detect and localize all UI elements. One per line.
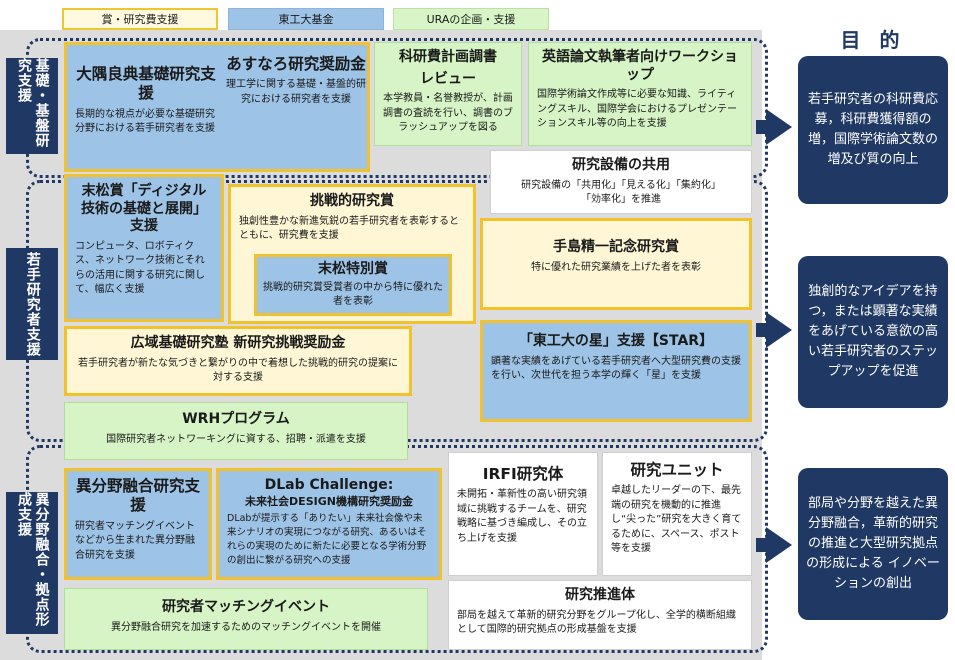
osumi-asunaro-group: 大隅良典基礎研究支援 長期的な視点が必要な基礎研究分野における若手研究者を支援 … — [64, 42, 370, 172]
legend-fund: 東工大基金 — [228, 8, 384, 30]
suishin-desc: 部局を越えて革新的研究分野をグループ化し、全学的横断組織として国際的研究拠点の形… — [457, 609, 736, 636]
suematsu-digital-title: 末松賞「ディジタル技術の基礎と展開」支援 — [81, 183, 207, 234]
arrow-young-stem — [756, 323, 768, 337]
kakenhi-title-review: レビュー — [420, 70, 476, 87]
dlab-box: DLab Challenge: 未来社会DESIGN機構研究奨励金 DLabが提… — [216, 468, 442, 580]
arrow-basic-icon — [766, 109, 792, 145]
equipment-desc: 研究設備の「共用化」「見える化」「集約化」「効率化」を推進 — [521, 179, 721, 206]
kakenhi-desc: 本学教員・名誉教授が、計画調書の査読を行い、調書のブラッシュアップを図る — [383, 93, 513, 133]
irfi-box: IRFI研究体 未開拓・革新性の高い研究領域に挑戦するチームを、研究戦略に基づき… — [448, 452, 598, 576]
suematsu-special-box: 末松特別賞 挑戦的研究賞受賞者の中から特に優れた者を表彰 — [254, 254, 452, 316]
asunaro-title: あすなろ研究奨励金 — [226, 55, 366, 73]
wrh-desc: 国際研究者ネットワーキングに資する、招聘・派遣を支援 — [106, 433, 366, 445]
goal-hub: 部局や分野を越えた異分野融合，革新的研究の推進と大型研究拠点の形成による イノベ… — [798, 468, 948, 620]
kouiki-title: 広域基礎研究塾 新研究挑戦奨励金 — [130, 335, 346, 351]
research-unit-desc: 卓越したリーダーの下、最先端の研究を機動的に推進し“尖った”研究を大きく育てるた… — [611, 485, 742, 555]
star-title: 「東工大の星」支援【STAR】 — [518, 333, 714, 349]
kakenhi-review-box: 科研費計画調書 レビュー 本学教員・名誉教授が、計画調書の査読を行い、調書のブラ… — [374, 42, 522, 146]
ibunya-desc: 研究者マッチングイベントなどから生まれた異分野融合研究を支援 — [75, 520, 195, 561]
wrh-box: WRHプログラム 国際研究者ネットワーキングに資する、招聘・派遣を支援 — [64, 402, 408, 460]
matching-event-box: 研究者マッチングイベント 異分野融合研究を加速するためのマッチングイベントを開催 — [64, 588, 428, 650]
matching-event-title: 研究者マッチングイベント — [162, 599, 330, 615]
arrow-basic-stem — [756, 120, 768, 134]
section-tab-young: 若手研究者支援 — [6, 248, 58, 360]
suishin-title: 研究推進体 — [565, 587, 635, 603]
research-unit-title: 研究ユニット — [630, 461, 724, 479]
suematsu-special-title: 末松特別賞 — [318, 261, 388, 277]
arrow-hub-icon — [766, 527, 792, 563]
ibunya-box: 異分野融合研究支援 研究者マッチングイベントなどから生まれた異分野融合研究を支援 — [64, 468, 212, 580]
english-workshop-title: 英語論文執筆者向けワークショップ — [542, 49, 738, 83]
irfi-desc: 未開拓・革新性の高い研究領域に挑戦するチームを、研究戦略に基づき編成し、その立ち… — [457, 489, 587, 544]
kouiki-box: 広域基礎研究塾 新研究挑戦奨励金 若手研究者が新たな気づきと繋がりの中で着想した… — [64, 326, 412, 396]
suematsu-digital-desc: コンピュータ、ロボティクス、ネットワーク技術とそれらの活用に関する研究に関して、… — [75, 240, 205, 296]
suematsu-digital-box: 末松賞「ディジタル技術の基礎と展開」支援 コンピュータ、ロボティクス、ネットワー… — [64, 174, 224, 322]
teshima-award-title: 手島精一記念研究賞 — [553, 239, 679, 255]
challenge-award-desc: 独創性豊かな新進気鋭の若手研究者を表彰するとともに、研究費を支援 — [239, 215, 459, 242]
section-tab-hub: 異分野融合・拠点形成支援 — [6, 492, 58, 634]
suishin-box: 研究推進体 部局を越えて革新的研究分野をグループ化し、全学的横断組織として国際的… — [448, 580, 752, 650]
osumi-title: 大隅良典基礎研究支援 — [76, 65, 216, 103]
teshima-award-desc: 特に優れた研究業績を上げた者を表彰 — [531, 261, 701, 273]
ibunya-title: 異分野融合研究支援 — [75, 477, 200, 515]
irfi-title: IRFI研究体 — [482, 465, 564, 483]
arrow-hub-stem — [756, 538, 768, 552]
english-workshop-box: 英語論文執筆者向けワークショップ 国際学術論文作成等に必要な知識、ライティングス… — [528, 42, 752, 146]
legend-award-funding: 賞・研究費支援 — [62, 8, 218, 30]
star-box: 「東工大の星」支援【STAR】 顕著な実績をあげている若手研究者へ大型研究費の支… — [480, 320, 752, 422]
goal-heading: 目 的 — [840, 28, 906, 52]
kouiki-desc: 若手研究者が新たな気づきと繋がりの中で着想した挑戦的研究の提案に対する支援 — [78, 357, 398, 384]
star-desc: 顕著な実績をあげている若手研究者へ大型研究費の支援を行い、次世代を担う本学の輝く… — [491, 355, 741, 382]
goal-basic: 若手研究者の科研費応募，科研費獲得額の増，国際学術論文数の増及び質の向上 — [798, 56, 948, 204]
wrh-title: WRHプログラム — [182, 411, 290, 427]
osumi-block: 大隅良典基礎研究支援 長期的な視点が必要な基礎研究分野における若手研究者を支援 — [73, 65, 219, 137]
research-unit-box: 研究ユニット 卓越したリーダーの下、最先端の研究を機動的に推進し“尖った”研究を… — [602, 452, 752, 576]
legend-ura: URAの企画・支援 — [393, 8, 549, 30]
osumi-desc: 長期的な視点が必要な基礎研究分野における若手研究者を支援 — [75, 108, 215, 135]
section-tab-basic: 基礎・基盤研究支援 — [6, 58, 58, 154]
dlab-title: DLab Challenge: — [264, 477, 394, 493]
equipment-box: 研究設備の共用 研究設備の「共用化」「見える化」「集約化」「効率化」を推進 — [490, 150, 752, 214]
matching-event-desc: 異分野融合研究を加速するためのマッチングイベントを開催 — [111, 621, 381, 633]
teshima-award-box: 手島精一記念研究賞 特に優れた研究業績を上げた者を表彰 — [480, 218, 752, 310]
dlab-desc: DLabが提示する「ありたい」未来社会像や未来シナリオの実現につながる研究、ある… — [227, 513, 427, 566]
equipment-title: 研究設備の共用 — [572, 157, 670, 173]
asunaro-block: あすなろ研究奨励金 理工学に関する基礎・基盤的研究における研究者を支援 — [223, 55, 367, 107]
goal-young: 独創的なアイデアを持つ，または顕著な実績をあげている意欲の高い若手研究者のステッ… — [798, 256, 948, 408]
dlab-subtitle: 未来社会DESIGN機構研究奨励金 — [245, 494, 413, 508]
kakenhi-title: 科研費計画調書 — [399, 49, 497, 65]
asunaro-desc: 理工学に関する基礎・基盤的研究における研究者を支援 — [226, 79, 366, 105]
suematsu-special-desc: 挑戦的研究賞受賞者の中から特に優れた者を表彰 — [263, 281, 443, 308]
challenge-award-title: 挑戦的研究賞 — [310, 193, 394, 209]
arrow-young-icon — [766, 312, 792, 348]
english-workshop-desc: 国際学術論文作成等に必要な知識、ライティングスキル、国際学会におけるプレゼンテー… — [537, 89, 737, 129]
